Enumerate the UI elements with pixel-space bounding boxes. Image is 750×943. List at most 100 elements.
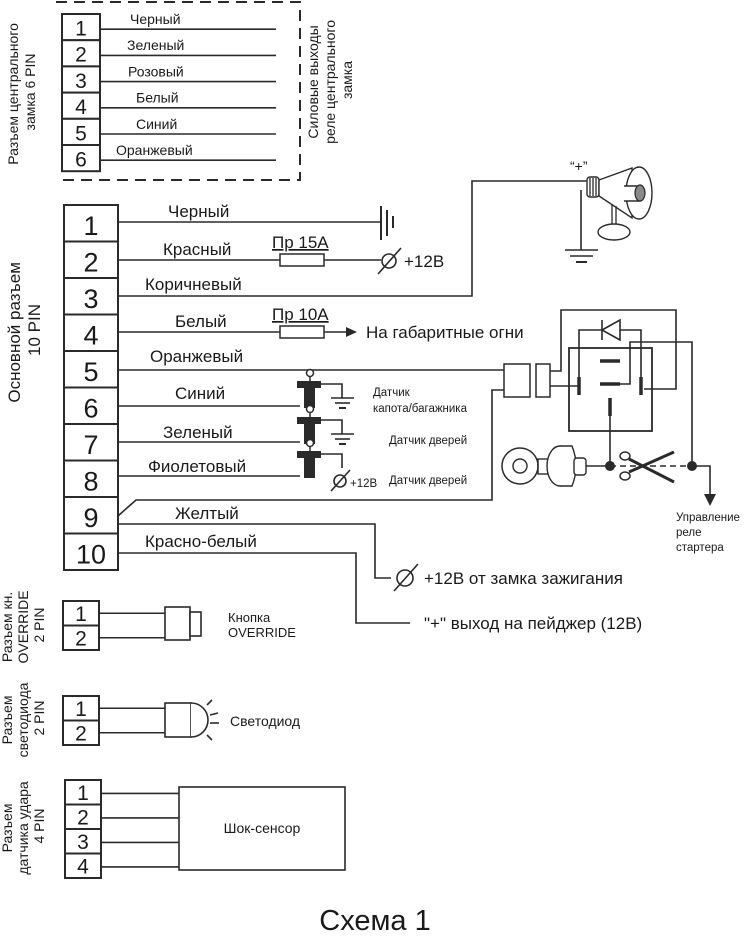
ignition-key-icon <box>501 445 610 487</box>
chassis-ground-icon <box>380 206 394 240</box>
wire-starter-out <box>692 465 711 496</box>
main-connector-pin-number: 10 <box>76 539 106 569</box>
main-connector-pin-number: 9 <box>83 503 98 533</box>
label-line: 2 PIN <box>31 607 47 642</box>
hood-sensor-label: Датчик <box>373 387 411 399</box>
main-connector-pin-number: 8 <box>83 466 98 496</box>
arrow-down-icon <box>704 494 716 506</box>
main-wire-label: Белый <box>175 312 227 331</box>
plus12-label: +12В <box>404 252 444 271</box>
main-wire-label: Фиолетовый <box>148 457 246 476</box>
starter-relay-icon <box>503 309 693 466</box>
scissors-icon <box>619 450 675 484</box>
fuse-10a-label: Пр 10А <box>272 305 329 324</box>
main-connector-pin-number: 3 <box>83 284 98 314</box>
fuse-10a-icon <box>279 325 325 339</box>
diagram-caption: Схема 1 <box>319 905 431 937</box>
main-wire-label: Синий <box>175 384 225 403</box>
pin-switch-sensor-icon <box>297 404 354 445</box>
label-line: Основной разъем <box>5 262 24 403</box>
central-lock-pin-number: 2 <box>75 44 87 67</box>
central-lock-dashed-frame <box>56 1 301 181</box>
led-connector-label: Разъем светодиода 2 PIN <box>0 679 47 758</box>
central-lock-pin-number: 5 <box>75 122 87 145</box>
label-line: датчика удара <box>15 781 31 875</box>
led-icon <box>164 699 219 741</box>
wire-pin10-pager <box>118 552 410 624</box>
parking-lights-label: На габаритные огни <box>366 323 524 342</box>
shock-sensor-label: Шок-сенсор <box>224 820 301 836</box>
main-connector-pin-cell <box>63 423 119 462</box>
override-button-label-2: OVERRIDE <box>228 625 296 640</box>
override-connector-label: Разъем кн. OVERRIDE 2 PIN <box>0 586 47 663</box>
shock-pin-number: 1 <box>77 782 89 805</box>
main-wire-label: Зеленый <box>163 423 233 442</box>
main-wire-label: Коричневый <box>145 275 242 294</box>
siren-icon <box>565 166 653 263</box>
siren-plus-label: “+” <box>570 158 588 174</box>
main-connector-pin-number: 4 <box>83 320 98 350</box>
main-wire-label: Красный <box>163 240 231 259</box>
led-pin-number: 2 <box>75 723 87 746</box>
door-sensor-label: Датчик дверей <box>389 435 467 447</box>
main-wire-label: Желтый <box>175 504 239 523</box>
fuse-15a-icon <box>279 253 325 267</box>
central-lock-pin-number: 3 <box>75 70 87 93</box>
diode-icon <box>600 318 621 342</box>
central-lock-wire-label: Оранжевый <box>116 142 193 158</box>
main-wire-label: Красно-белый <box>145 532 257 551</box>
shock-pin-cell <box>64 803 102 830</box>
central-lock-wire-label: Белый <box>136 90 179 106</box>
central-lock-pin-cell <box>61 144 101 173</box>
wire-pin9-ignition <box>118 523 391 579</box>
starter-relay-label-2: реле <box>676 527 702 539</box>
pager-out-label: "+" выход на пейджер (12В) <box>424 614 642 633</box>
main-connector-pin-cell <box>63 532 119 571</box>
main-connector-pin-cell <box>63 313 119 352</box>
led-label: Светодиод <box>230 713 300 729</box>
starter-relay-label: Управление <box>676 512 740 524</box>
pin-switch-sensor-icon <box>297 438 351 492</box>
label-line: замка 6 PIN <box>22 54 38 131</box>
main-connector-pin-number: 5 <box>83 357 98 387</box>
label-line: 2 PIN <box>31 700 47 735</box>
main-connector-pin-cell <box>63 204 119 243</box>
shock-connector-label: Разъем датчика удара 4 PIN <box>0 777 47 874</box>
wire-pin3-siren <box>118 180 588 297</box>
wire-pin9-relay <box>117 389 504 517</box>
pin-switch-sensor-icon <box>297 368 354 409</box>
terminal-ignition-icon <box>393 563 419 592</box>
label-line: Разъем <box>0 804 15 853</box>
central-lock-pin-cell <box>61 91 101 120</box>
central-lock-connector-label: Разъем центрального замка 6 PIN <box>5 19 38 164</box>
override-button-icon <box>164 606 202 641</box>
main-connector-pin-number: 2 <box>83 247 98 277</box>
ignition-label: +12В от замка зажигания <box>424 569 623 588</box>
label-line: OVERRIDE <box>15 590 31 663</box>
central-lock-pin-cell <box>61 13 101 42</box>
central-lock-pin-number: 1 <box>75 17 87 40</box>
main-wire-label: Черный <box>168 202 229 221</box>
label-line: светодиода <box>15 682 31 757</box>
label-line: Разъем кн. <box>0 592 15 662</box>
main-connector-pin-number: 6 <box>83 393 98 423</box>
label-line: замка <box>339 61 355 99</box>
main-connector-pin-cell <box>63 496 119 535</box>
override-pin-number: 1 <box>75 603 87 626</box>
arrow-right-icon <box>346 327 357 337</box>
door-plus12-label: +12В <box>350 478 378 490</box>
label-line: Разъем центрального <box>5 23 21 165</box>
shock-sensor-box <box>178 786 346 871</box>
override-button-label: Кнопка <box>228 610 271 625</box>
shock-pin-cell <box>64 779 102 806</box>
main-connector-pin-cell <box>63 459 119 498</box>
central-lock-wire-label: Черный <box>130 11 181 27</box>
shock-pin-number: 3 <box>77 831 89 854</box>
main-connector-pin-cell <box>63 240 119 279</box>
shock-pin-number: 4 <box>77 856 89 879</box>
central-lock-outputs-label: Силовые выходы реле центрального замка <box>305 16 355 144</box>
central-lock-pin-number: 6 <box>75 148 87 171</box>
led-pin-number: 1 <box>75 698 87 721</box>
shock-pin-number: 2 <box>77 807 89 830</box>
